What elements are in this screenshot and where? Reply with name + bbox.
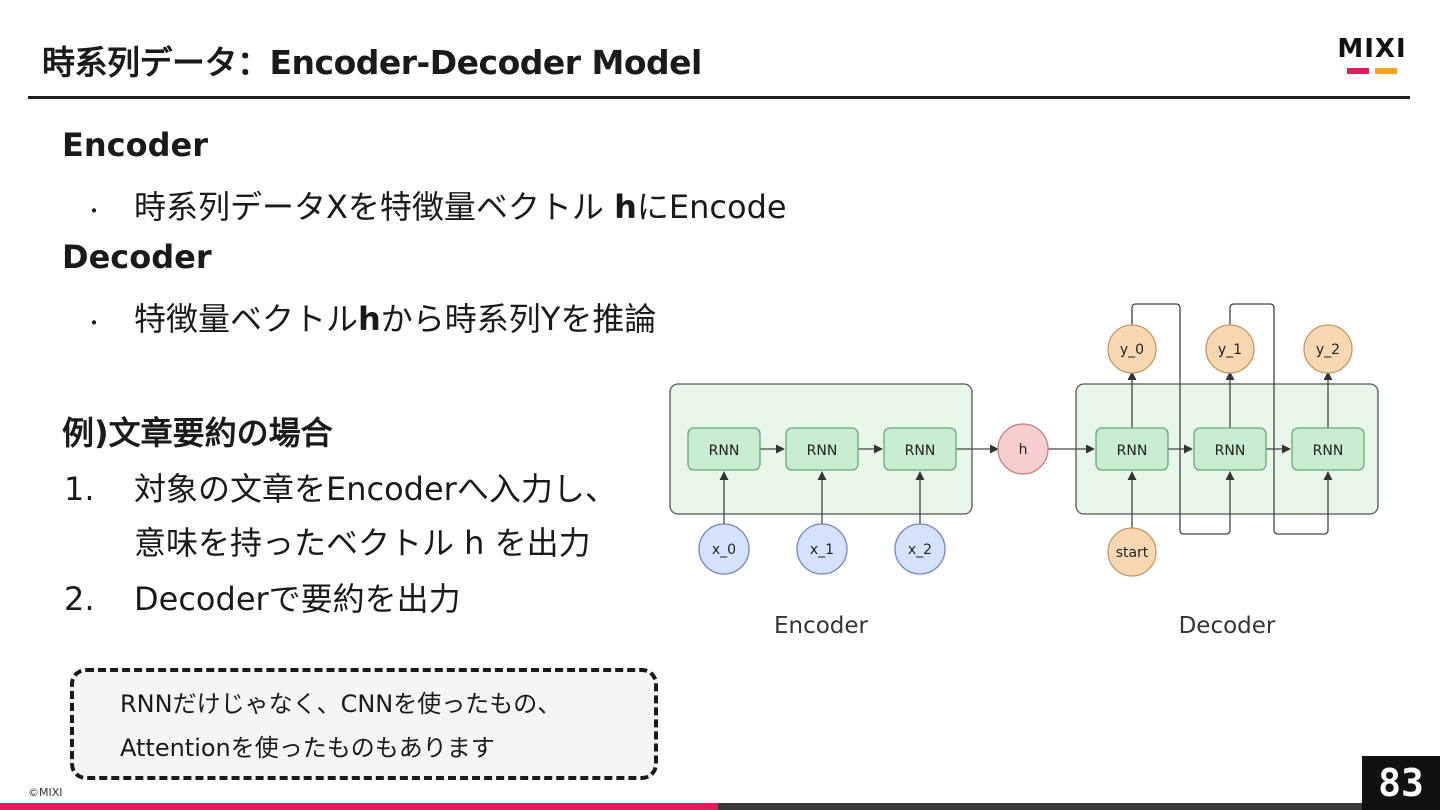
- bullet-marker: ・: [84, 310, 104, 335]
- encoder-heading: Encoder: [62, 126, 208, 164]
- decoder-bullet-prefix: 特徴量ベクトル: [134, 300, 359, 338]
- decoder-cell-2: RNN: [1193, 427, 1267, 471]
- start-token-label: start: [1116, 545, 1149, 561]
- encoder-cell-label: RNN: [905, 443, 936, 459]
- output-label: y_1: [1218, 342, 1242, 358]
- decoder-cell-label: RNN: [1215, 443, 1246, 459]
- bullet-marker: ・: [84, 198, 104, 223]
- example-step-2: 2. Decoderで要約を出力: [64, 574, 461, 620]
- note-line-2: Attentionを使ったものもあります: [120, 734, 495, 762]
- hidden-state-label: h: [1019, 442, 1028, 458]
- input-node-x1: x_1: [796, 523, 848, 575]
- title-divider: [28, 96, 1410, 99]
- step-1-line-1: 対象の文章をEncoderへ入力し、: [134, 470, 617, 508]
- decoder-bullet-h: h: [358, 300, 381, 338]
- decoder-bullet: ・ 特徴量ベクトルhから時系列Yを推論: [84, 294, 656, 340]
- step-number: 2.: [64, 580, 95, 618]
- note-box: RNNだけじゃなく、CNNを使ったもの、 Attentionを使ったものもありま…: [70, 668, 658, 780]
- note-line-1: RNNだけじゃなく、CNNを使ったもの、: [120, 690, 562, 718]
- step-1-line-2: 意味を持ったベクトル h を出力: [134, 524, 591, 562]
- output-node-y0: y_0: [1107, 324, 1157, 374]
- encoder-bullet: ・ 時系列データXを特徴量ベクトル hにEncode: [84, 182, 787, 228]
- decoder-cell-label: RNN: [1313, 443, 1344, 459]
- copyright-text: ©MIXI: [28, 786, 63, 799]
- connector-lines: [719, 303, 1333, 535]
- footer-bar-dark: [718, 803, 1440, 810]
- start-token-node: start: [1107, 527, 1157, 577]
- encoder-bullet-h: h: [614, 188, 637, 226]
- encoder-bullet-suffix: にEncode: [636, 188, 787, 226]
- decoder-cell-3: RNN: [1291, 427, 1365, 471]
- decoder-cell-label: RNN: [1117, 443, 1148, 459]
- diagram-decoder-label: Decoder: [1179, 613, 1276, 639]
- encoder-bullet-prefix: 時系列データXを特徴量ベクトル: [134, 188, 615, 226]
- logo-bar-orange: [1375, 68, 1397, 74]
- input-node-x2: x_2: [894, 523, 946, 575]
- output-node-y2: y_2: [1303, 324, 1353, 374]
- hidden-state-node: h: [997, 423, 1049, 475]
- decoder-bullet-suffix: から時系列Yを推論: [380, 300, 657, 338]
- encoder-cell-label: RNN: [709, 443, 740, 459]
- example-step-1: 1. 対象の文章をEncoderへ入力し、: [64, 464, 617, 510]
- decoder-heading: Decoder: [62, 238, 212, 276]
- mixi-logo: MIXI: [1332, 36, 1412, 76]
- encoder-cell-2: RNN: [785, 427, 859, 471]
- step-number: 1.: [64, 470, 95, 508]
- encoder-cell-3: RNN: [883, 427, 957, 471]
- encoder-cell-label: RNN: [807, 443, 838, 459]
- page-number: 83: [1362, 756, 1440, 810]
- encoder-cell-1: RNN: [687, 427, 761, 471]
- footer-bar-accent: [0, 803, 718, 810]
- logo-bar-pink: [1347, 68, 1369, 74]
- example-heading: 例)文章要約の場合: [62, 414, 333, 452]
- slide-title: 時系列データ：Encoder-Decoder Model: [42, 43, 702, 82]
- step-2-text: Decoderで要約を出力: [134, 580, 461, 618]
- output-label: y_0: [1120, 342, 1144, 358]
- logo-text: MIXI: [1337, 34, 1407, 64]
- input-label: x_1: [810, 542, 834, 558]
- output-node-y1: y_1: [1205, 324, 1255, 374]
- input-label: x_0: [712, 542, 736, 558]
- input-label: x_2: [908, 542, 932, 558]
- encoder-decoder-diagram: RNN RNN RNN RNN RNN RNN h x_0 x_1 x_2 y_…: [669, 303, 1379, 639]
- decoder-cell-1: RNN: [1095, 427, 1169, 471]
- output-label: y_2: [1316, 342, 1340, 358]
- diagram-encoder-label: Encoder: [774, 613, 869, 639]
- input-node-x0: x_0: [698, 523, 750, 575]
